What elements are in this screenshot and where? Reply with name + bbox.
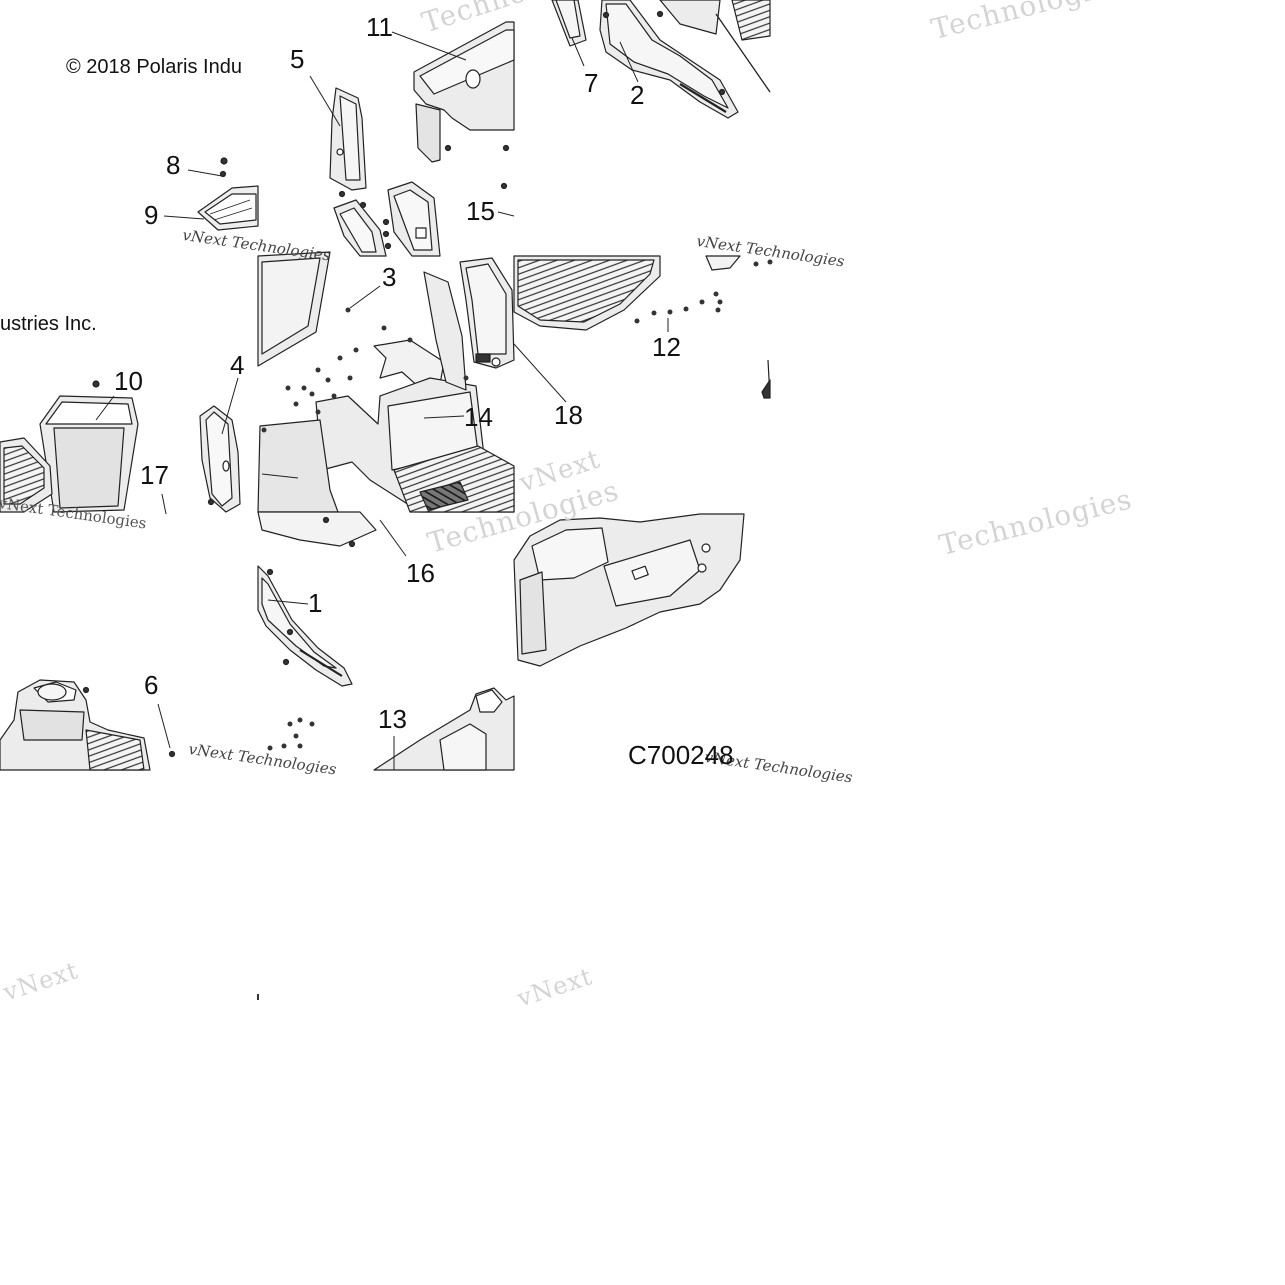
fasteners-lower (267, 717, 315, 751)
part-18-frame (423, 257, 515, 391)
part-4-bracket (199, 405, 241, 513)
part-bracket-left (333, 199, 387, 257)
callout-9: 9 (144, 200, 159, 230)
callout-2: 2 (630, 80, 645, 110)
part-10-storage-bin (39, 395, 139, 513)
part-5-panel (329, 87, 367, 191)
part-14-rear-panel (257, 339, 515, 513)
callout-7: 7 (584, 68, 599, 98)
part-7-bar (551, 0, 587, 47)
rear-wall-panel (513, 513, 745, 667)
callout-4: 4 (230, 350, 245, 380)
callout-10: 10 (114, 366, 143, 396)
callout-13: 13 (378, 704, 407, 734)
part-6-console (0, 679, 151, 771)
part-13-frame (373, 687, 515, 771)
part-9-tray (197, 185, 259, 231)
callout-17: 17 (140, 460, 169, 490)
callout-18: 18 (554, 400, 583, 430)
callout-6: 6 (144, 670, 159, 700)
callout-12: 12 (652, 332, 681, 362)
diagram-code: C700248 (628, 740, 734, 770)
callout-3: 3 (382, 262, 397, 292)
part-11-crossmember (413, 21, 515, 163)
callout-11: 11 (366, 12, 393, 42)
copyright-text-continued: ustries Inc. (0, 313, 97, 335)
part-18-panel-top (387, 181, 441, 257)
part-16-base (257, 511, 377, 547)
fasteners-right (634, 259, 773, 324)
callout-14: 14 (464, 402, 493, 432)
copyright-text: © 2018 Polaris Indu (66, 56, 242, 78)
callout-16: 16 (406, 558, 435, 588)
callout-5: 5 (290, 44, 305, 74)
stray-mark (257, 994, 259, 1000)
callout-1: 1 (308, 588, 323, 618)
floor-right-top (659, 0, 771, 93)
part-2-side-panel (599, 0, 739, 119)
part-1-rail (257, 565, 353, 687)
callout-8: 8 (166, 150, 181, 180)
leader-lines (95, 13, 771, 770)
fasteners-center (261, 307, 469, 433)
floor-top-left (257, 251, 331, 367)
console-left (0, 437, 53, 513)
callout-15: 15 (466, 196, 495, 226)
part-12-floor-mat (513, 255, 661, 331)
